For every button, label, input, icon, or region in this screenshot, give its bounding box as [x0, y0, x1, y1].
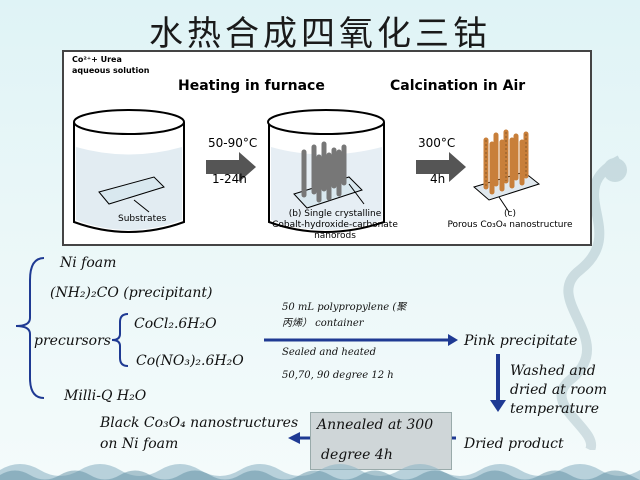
black-line-1: Black Co₃O₄ nanostructures: [100, 415, 299, 431]
container-line-1: 50 mL polypropylene (聚: [282, 302, 407, 313]
wave-decoration: [0, 464, 640, 480]
process-figure: Co²⁺+ Urea aqueous solution Heating in f…: [62, 50, 592, 246]
washed-line-2: dried at room: [510, 382, 608, 398]
process-illustration: [73, 109, 541, 233]
c-label-2: Porous Co₃O₄ nanostructure: [447, 220, 573, 230]
beaker-2: [267, 109, 385, 233]
step2-temperature: 300°C: [418, 136, 456, 150]
b-label-2: Cobalt-hydroxide-carbonate nanorods: [272, 220, 398, 241]
precursors-label: precursors: [34, 333, 111, 349]
outer-brace: [15, 257, 45, 399]
cocl2-label: CoCl₂.6H₂O: [134, 316, 217, 332]
pink-precipitate-label: Pink precipitate: [464, 333, 578, 349]
temperatures-label: 50,70, 90 degree 12 h: [282, 370, 394, 381]
anneal-box: Annealed at 300 degree 4h: [310, 412, 452, 470]
milliq-label: Milli-Q H₂O: [64, 388, 147, 404]
reagent-label-2: aqueous solution: [72, 66, 150, 75]
arrow-step-1: [206, 152, 256, 182]
reagent-label: Co²⁺+ Urea: [72, 55, 122, 64]
black-line-2: on Ni foam: [100, 436, 179, 452]
sealed-label: Sealed and heated: [282, 347, 377, 358]
urea-label: (NH₂)₂CO (precipitant): [50, 285, 213, 301]
porous-nanostructure: [472, 129, 541, 213]
page-title: 水热合成四氧化三钴: [149, 14, 491, 54]
b-label: (b) Single crystalline: [288, 209, 382, 219]
step1-time: 1-24h: [212, 172, 247, 186]
dragon-watermark: [556, 155, 627, 450]
beaker-1: [73, 109, 185, 233]
annealed-line-1: Annealed at 300: [317, 417, 434, 433]
annealed-line-2: degree 4h: [321, 447, 393, 463]
step2-time: 4h: [430, 172, 446, 186]
c-label: (c): [504, 209, 516, 219]
substrates-label: Substrates: [118, 214, 167, 224]
washed-line-1: Washed and: [510, 363, 596, 379]
cono3-label: Co(NO₃)₂.6H₂O: [136, 353, 244, 369]
dried-product-label: Dried product: [464, 436, 564, 452]
step1-temperature: 50-90°C: [208, 136, 258, 150]
container-line-2: 丙烯） container: [282, 318, 364, 329]
inner-brace: [111, 313, 129, 367]
calcination-label: Calcination in Air: [390, 78, 526, 94]
heating-label: Heating in furnace: [178, 78, 325, 94]
ni-foam-label: Ni foam: [60, 255, 117, 271]
washed-line-3: temperature: [510, 401, 600, 417]
arrow-step-2: [416, 152, 466, 182]
